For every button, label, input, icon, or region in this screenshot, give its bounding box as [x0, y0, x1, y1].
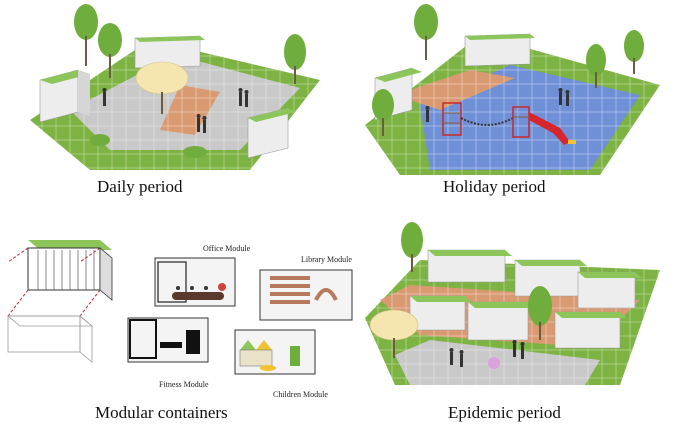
daily-container-right [247, 107, 296, 159]
epidemic-period-panel [365, 222, 660, 385]
epidemic-period-caption: Epidemic period [448, 403, 561, 422]
daily-period-caption: Daily period [97, 177, 183, 196]
holiday-people [425, 88, 570, 122]
holiday-container-top [464, 33, 535, 67]
library-module-label: Library Module [301, 255, 352, 264]
daily-container-left [39, 69, 90, 123]
modular-containers-panel: Office Module Library Module Fitness Mod… [6, 240, 353, 399]
holiday-trees [372, 4, 644, 136]
epidemic-people [449, 340, 525, 367]
daily-container-top [134, 35, 205, 69]
fitness-module-label: Fitness Module [159, 380, 209, 389]
children-module: Children Module [234, 329, 328, 399]
holiday-period-caption: Holiday period [443, 177, 546, 196]
container-exploded-view [6, 240, 113, 363]
holiday-playground [442, 102, 576, 145]
daily-period-panel [30, 4, 320, 170]
office-module: Office Module [154, 244, 251, 307]
daily-tree [74, 4, 306, 158]
modular-containers-caption: Modular containers [95, 403, 228, 422]
epidemic-containers [409, 249, 642, 349]
children-module-label: Children Module [273, 390, 328, 399]
holiday-period-panel [365, 4, 660, 175]
office-module-label: Office Module [203, 244, 251, 253]
daily-people [102, 88, 249, 133]
fitness-module: Fitness Module [127, 317, 209, 389]
library-module: Library Module [259, 255, 353, 321]
epidemic-trees [369, 222, 552, 369]
